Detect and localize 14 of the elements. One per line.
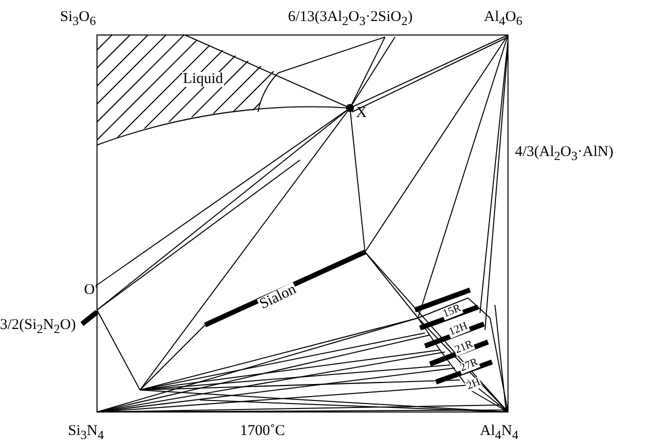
point-label: X <box>356 106 367 121</box>
phase-label: 3/2(Si$_{2}$N$_{2}$O) <box>0 318 76 336</box>
point-label: O′ <box>84 283 98 298</box>
phase-label: Si$_{3}$N$_{4}$ <box>68 424 104 442</box>
phase-label: 4/3(Al$_{2}$O$_{3}$·AlN) <box>515 145 614 162</box>
polytype-label: 2H <box>464 376 483 392</box>
polytype-label: 12H <box>446 320 470 339</box>
phase-label: Al$_{4}$N$_{4}$ <box>480 424 518 442</box>
phase-label: Liquid <box>182 72 224 87</box>
phase-label: Si$_{3}$O$_{6}$ <box>60 10 96 28</box>
phase-label: 6/13(3Al$_{2}$O$_{3}$·2SiO$_{2}$) <box>288 10 413 28</box>
temperature-caption: 1700˚C <box>240 424 285 439</box>
phase-label: Al$_{4}$O$_{6}$ <box>484 10 522 28</box>
polytype-label: 21R <box>452 338 476 356</box>
